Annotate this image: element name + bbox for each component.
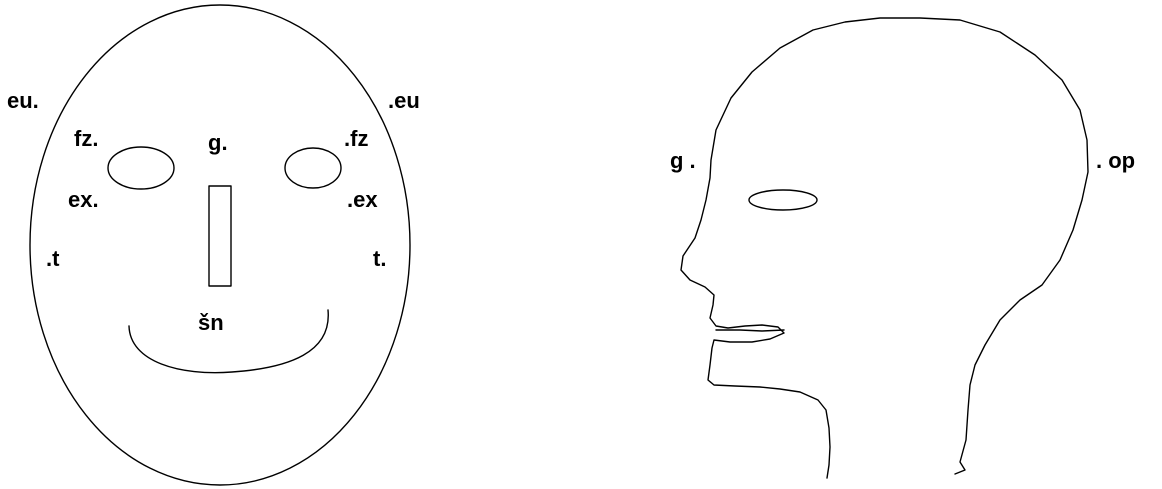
mouth bbox=[128, 309, 329, 374]
profile-eye bbox=[748, 189, 818, 211]
label-ex-left: ex. bbox=[68, 187, 99, 212]
label-eu-right: .eu bbox=[388, 88, 420, 113]
label-fz-right: .fz bbox=[344, 126, 368, 151]
head-profile-outline bbox=[680, 17, 1089, 479]
label-eu-left: eu. bbox=[7, 88, 39, 113]
nose bbox=[208, 185, 232, 287]
left-eye bbox=[107, 146, 175, 190]
front-view: eu. .eu fz. .fz g. ex. .ex .t t. šn bbox=[7, 4, 420, 486]
label-subnasale: šn bbox=[198, 310, 224, 335]
label-fz-left: fz. bbox=[74, 126, 98, 151]
label-glabella-profile: g . bbox=[670, 148, 696, 173]
face-outline bbox=[29, 4, 411, 486]
label-glabella: g. bbox=[208, 130, 228, 155]
label-t-left: .t bbox=[46, 246, 60, 271]
label-ex-right: .ex bbox=[347, 187, 378, 212]
label-t-right: t. bbox=[373, 246, 386, 271]
side-view: g . . op bbox=[670, 17, 1135, 479]
mouth-profile bbox=[715, 329, 785, 332]
label-opisthocranion: . op bbox=[1096, 148, 1135, 173]
right-eye bbox=[284, 147, 342, 189]
